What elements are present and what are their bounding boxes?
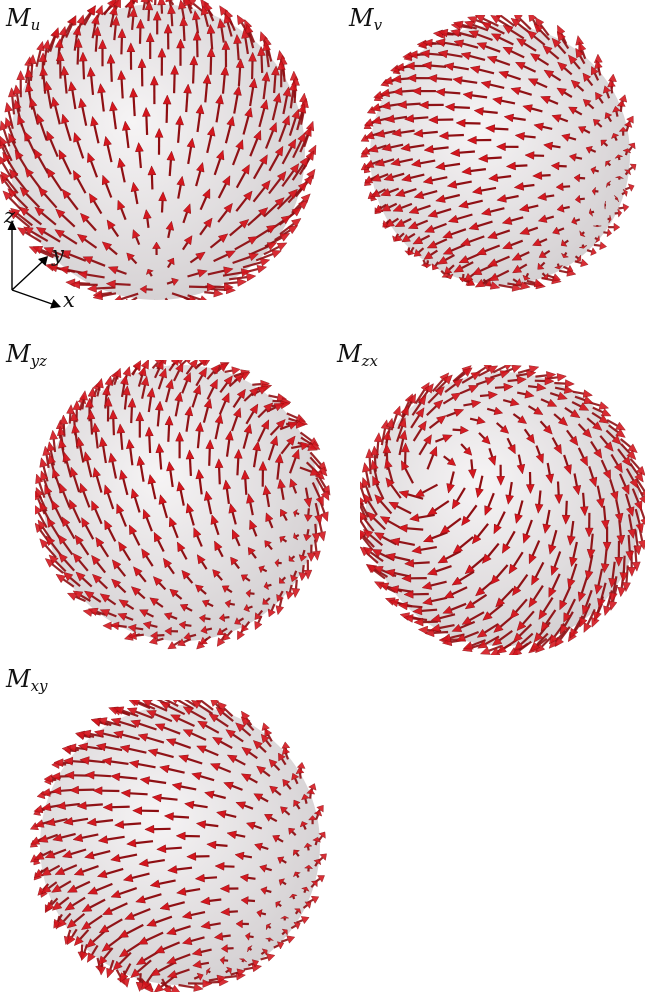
- vector-sphere-myz: [35, 360, 340, 650]
- sphere-plot-mxy: [25, 700, 345, 992]
- vector-arrow: [319, 832, 326, 840]
- vector-arrow: [594, 242, 607, 250]
- sphere-body: [370, 25, 630, 285]
- sphere-plot-mv: [355, 15, 645, 295]
- vector-sphere-mxy: [25, 700, 345, 992]
- vector-sphere-mv: [355, 15, 645, 295]
- sphere-plot-mzx: [360, 365, 645, 655]
- sphere-plot-myz: [35, 360, 340, 650]
- axes-triad: z y x: [0, 212, 90, 312]
- axis-label-x: x: [63, 290, 75, 311]
- vector-arrow: [629, 164, 636, 170]
- vector-arrow: [625, 184, 634, 191]
- vector-sphere-mzx: [360, 365, 645, 655]
- vector-arrow: [319, 854, 327, 861]
- vector-arrow: [179, 984, 204, 992]
- panel-label-mxy: Mxy: [6, 667, 48, 694]
- vector-arrow: [619, 204, 629, 212]
- axis-label-z: z: [4, 206, 15, 227]
- axis-label-y: y: [52, 244, 64, 265]
